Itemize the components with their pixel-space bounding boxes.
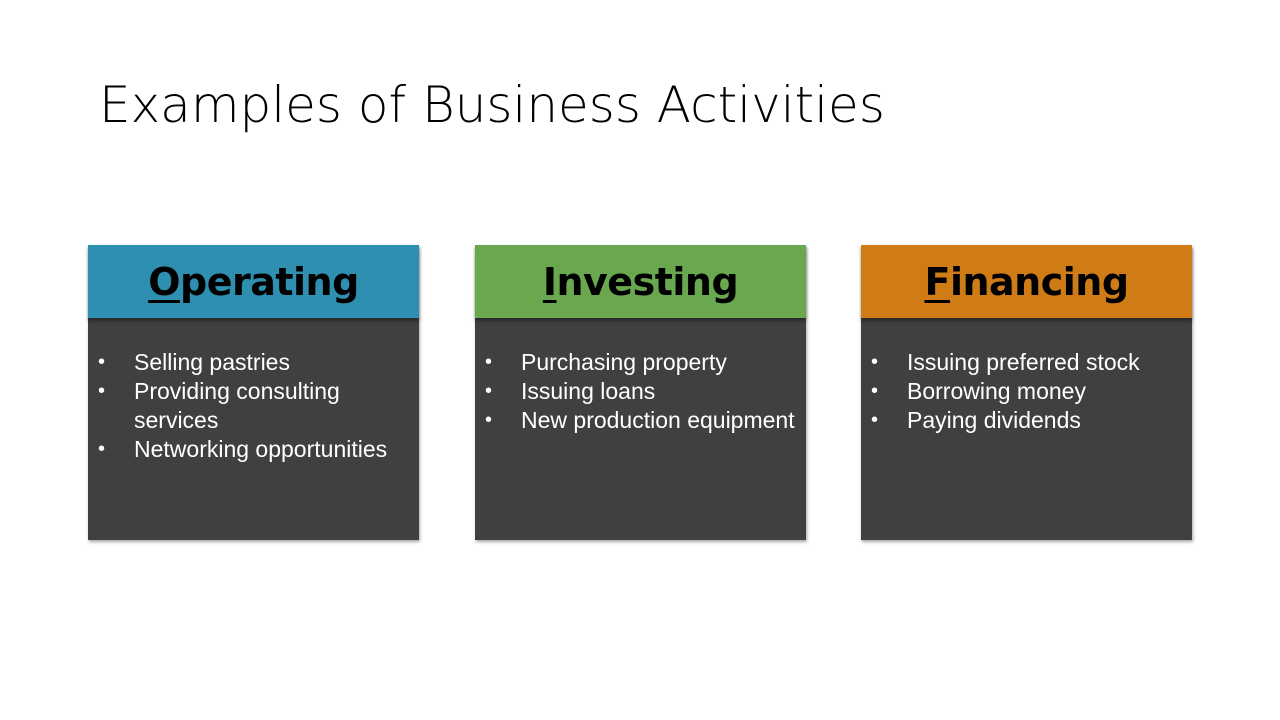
list-item: • Borrowing money (871, 377, 1182, 406)
list-item-text: Borrowing money (907, 378, 1086, 404)
investing-heading-initial: I (542, 259, 557, 304)
list-item-text: Providing consulting services (134, 378, 340, 433)
bullet-icon: • (871, 380, 879, 402)
list-item: • Networking opportunities (98, 435, 409, 464)
list-item-text: Paying dividends (907, 407, 1081, 433)
bullet-icon: • (98, 438, 106, 460)
bullet-icon: • (485, 409, 493, 431)
list-item: • Selling pastries (98, 348, 409, 377)
operating-heading-initial: O (148, 259, 180, 304)
financing-card: Financing • Issuing preferred stock • Borr… (861, 245, 1192, 540)
list-item: • New production equipment (485, 406, 796, 435)
bullet-icon: • (485, 380, 493, 402)
list-item: • Issuing preferred stock (871, 348, 1182, 377)
list-item: • Providing consulting services (98, 377, 409, 435)
operating-heading-rest: perating (180, 259, 359, 304)
list-item: • Issuing loans (485, 377, 796, 406)
financing-heading-initial: F (924, 259, 950, 304)
list-item-text: Purchasing property (521, 349, 727, 375)
investing-heading: Investing (542, 259, 739, 304)
bullet-icon: • (871, 351, 879, 373)
bullet-icon: • (98, 380, 106, 402)
list-item-text: New production equipment (521, 407, 795, 433)
list-item-text: Issuing loans (521, 378, 656, 404)
list-item-text: Networking opportunities (134, 436, 388, 462)
financing-heading: Financing (924, 259, 1129, 304)
investing-list: • Purchasing property • Issuing loans • New… (485, 348, 796, 435)
operating-heading: Operating (148, 260, 359, 304)
operating-card: Operating • Selling pastries • Providing c… (88, 245, 419, 540)
financing-card-header: Financing (861, 245, 1192, 318)
financing-card-body: • Issuing preferred stock • Borrowing mone… (861, 318, 1192, 540)
financing-heading-rest: inancing (949, 259, 1129, 304)
bullet-icon: • (98, 351, 106, 373)
bullet-icon: • (871, 409, 879, 431)
list-item: • Purchasing property (485, 348, 796, 377)
investing-heading-rest: nvesting (556, 259, 739, 304)
financing-list: • Issuing preferred stock • Borrowing mone… (871, 348, 1182, 435)
list-item-text: Selling pastries (134, 349, 290, 375)
list-item: • Paying dividends (871, 406, 1182, 435)
investing-card-header: Investing (475, 245, 806, 318)
operating-list: • Selling pastries • Providing consulting … (98, 348, 409, 464)
list-item-text: Issuing preferred stock (907, 349, 1140, 375)
bullet-icon: • (485, 351, 493, 373)
slide-title: Examples of Business Activities (99, 76, 885, 134)
operating-card-header: Operating (88, 245, 419, 318)
investing-card: Investing • Purchasing property • Issuing … (475, 245, 806, 540)
investing-card-body: • Purchasing property • Issuing loans • New… (475, 318, 806, 540)
operating-card-body: • Selling pastries • Providing consulting … (88, 318, 419, 540)
